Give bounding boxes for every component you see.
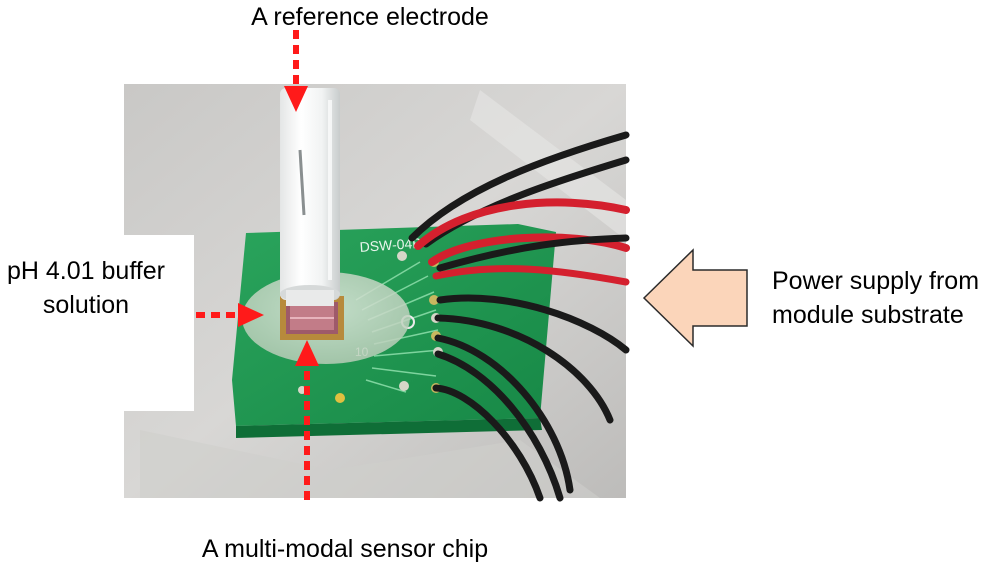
reference-electrode-arrow: [284, 30, 308, 112]
buffer-solution-arrow: [196, 303, 264, 327]
sensor-chip-arrow: [295, 340, 319, 500]
power-wires: [408, 131, 630, 502]
board-marking: DSW-04B: [359, 235, 422, 255]
buffer-solution-label-line2: solution: [42, 291, 130, 319]
buffer-solution-label: pH 4.01 buffer solution: [0, 254, 172, 322]
power-supply-label-line1: Power supply from: [772, 267, 980, 295]
buffer-solution-label-line1: pH 4.01 buffer: [7, 257, 165, 285]
power-supply-label: Power supply from module substrate: [772, 264, 979, 332]
sensor-chip-label: A multi-modal sensor chip: [201, 535, 489, 563]
film-reflection: [140, 430, 600, 498]
pcb-edge: [236, 418, 542, 438]
reference-electrode-label: A reference electrode: [251, 3, 489, 31]
power-supply-arrow: [642, 248, 748, 348]
photo: DSW-04B 10: [124, 84, 630, 502]
reference-electrode-image: [280, 88, 340, 306]
power-supply-label-line2: module substrate: [772, 301, 964, 329]
